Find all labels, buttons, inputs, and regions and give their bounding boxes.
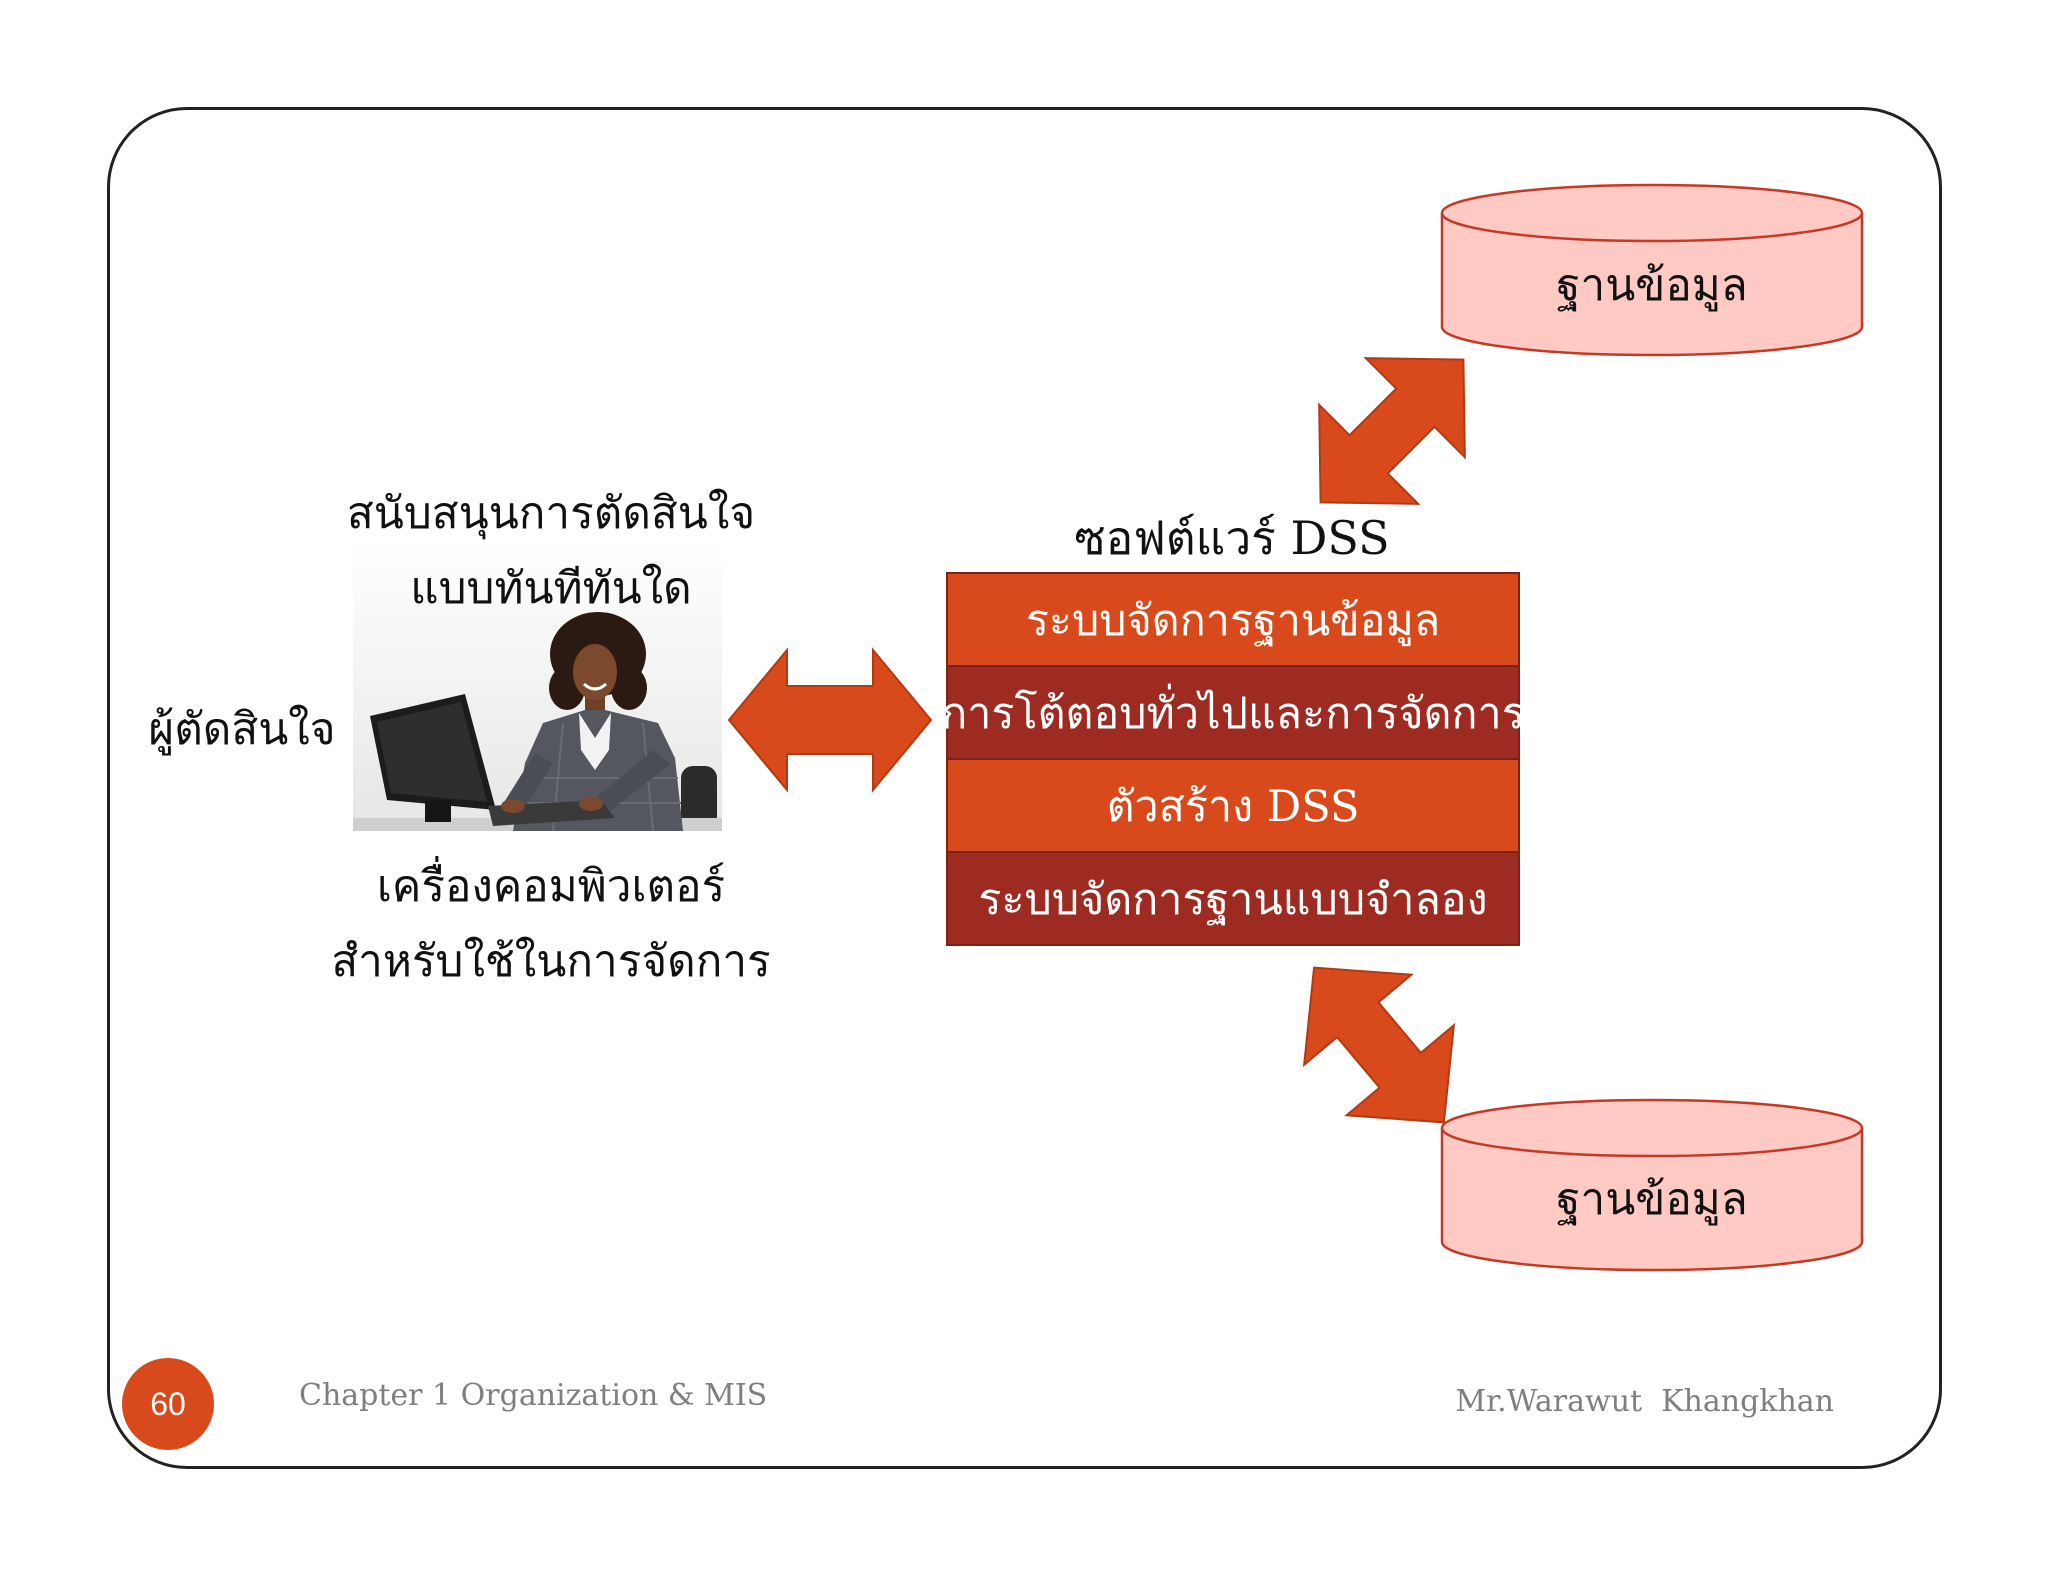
dss-row-database-management: ระบบจัดการฐานข้อมูล — [948, 574, 1518, 667]
database-label-top: ฐานข้อมูล — [1556, 260, 1748, 311]
double-arrow-user-dss — [727, 647, 933, 793]
caption-decision-support: สนับสนุนการตัดสินใจ แบบทันทีทันใด — [331, 476, 771, 626]
dss-row-dss-generator: ตัวสร้าง DSS — [948, 760, 1518, 853]
caption-line-1: สนับสนุนการตัดสินใจ — [346, 488, 756, 539]
decision-maker-photo — [353, 538, 722, 831]
dss-software-box: ระบบจัดการฐานข้อมูล การโต้ตอบทั่วไปและกา… — [941, 572, 1525, 946]
computer-line-2: สำหรับใช้ในการจัดการ — [331, 936, 771, 987]
dss-software-title: ซอฟต์แวร์ DSS — [1074, 511, 1390, 565]
database-label-bottom: ฐานข้อมูล — [1556, 1174, 1748, 1225]
caption-line-2: แบบทันทีทันใด — [410, 563, 692, 614]
database-cylinder-top — [1440, 183, 1864, 357]
page-number-badge: 60 — [122, 1358, 214, 1450]
dss-row-dialog-management: การโต้ตอบทั่วไปและการจัดการ — [941, 667, 1525, 760]
footer-chapter: Chapter 1 Organization & MIS — [299, 1378, 768, 1413]
double-arrow-dss-database-top — [1318, 357, 1466, 505]
computer-line-1: เครื่องคอมพิวเตอร์ — [376, 861, 726, 912]
caption-management-computer: เครื่องคอมพิวเตอร์ สำหรับใช้ในการจัดการ — [331, 849, 771, 999]
database-cylinder-bottom — [1440, 1098, 1864, 1272]
double-arrow-dss-database-bottom — [1302, 966, 1456, 1124]
page-number: 60 — [150, 1385, 186, 1422]
decision-maker-label: ผู้ตัดสินใจ — [148, 704, 336, 755]
footer-author: Mr.Warawut Khangkhan — [1455, 1384, 1834, 1419]
dss-row-model-base-management: ระบบจัดการฐานแบบจำลอง — [948, 853, 1518, 944]
slide-frame — [107, 107, 1942, 1469]
